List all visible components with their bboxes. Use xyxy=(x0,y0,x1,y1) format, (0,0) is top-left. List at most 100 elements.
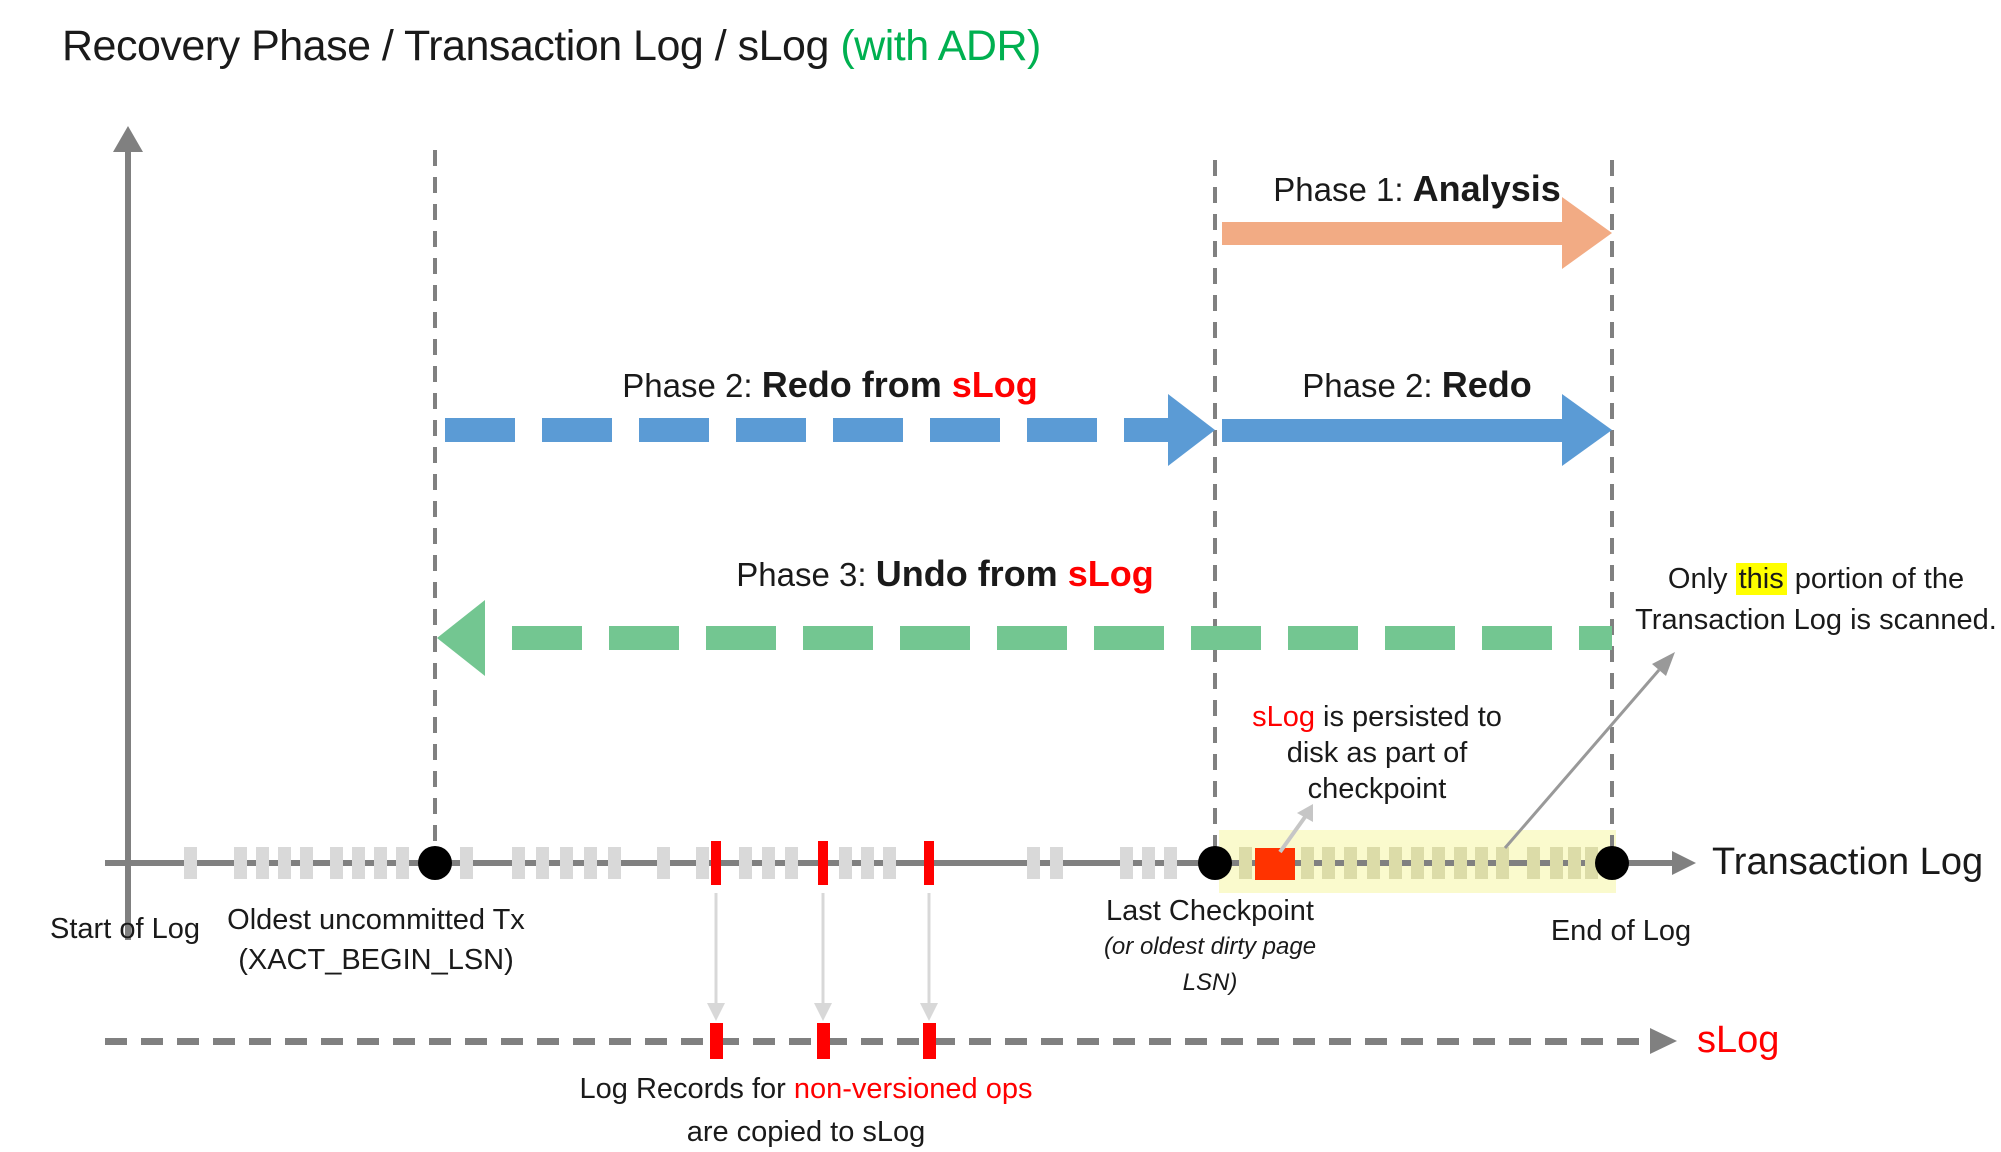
copy-note-black: Log Records for xyxy=(579,1073,794,1105)
vertical-axis xyxy=(125,150,131,940)
scan-note-pre: Only xyxy=(1667,563,1736,595)
copy-note: Log Records for non-versioned ops are co… xyxy=(556,1068,1056,1152)
log-record-tick xyxy=(560,847,573,879)
log-record-tick xyxy=(1027,847,1040,879)
slog-copied-record-tick xyxy=(710,1023,723,1059)
guide-line-end-of-log xyxy=(1610,160,1614,850)
end-of-log-label: End of Log xyxy=(1550,915,1692,947)
oldest-uncommitted-tx-label: Oldest uncommitted Tx (XACT_BEGIN_LSN) xyxy=(176,900,576,980)
persist-note-line3: checkpoint xyxy=(1307,773,1447,805)
lsn-marker-dot xyxy=(1198,846,1232,880)
log-record-tick-scanned xyxy=(1475,847,1488,879)
non-versioned-op-tick xyxy=(924,841,934,885)
last-checkpoint-label: Last Checkpoint (or oldest dirty page LS… xyxy=(1060,894,1360,1000)
log-record-tick xyxy=(762,847,775,879)
log-record-tick xyxy=(256,847,269,879)
log-record-tick xyxy=(234,847,247,879)
log-record-tick xyxy=(696,847,709,879)
scan-note-pointer-arrow xyxy=(1503,652,1675,849)
slog-axis-label: sLog xyxy=(1697,1019,1780,1061)
transaction-log-axis-label: Transaction Log xyxy=(1712,841,1984,883)
log-record-tick xyxy=(883,847,896,879)
log-record-tick xyxy=(861,847,874,879)
log-record-tick xyxy=(278,847,291,879)
slog-axis xyxy=(105,1038,1650,1045)
last-checkpoint-line1: Last Checkpoint xyxy=(1106,895,1314,927)
log-record-tick-scanned xyxy=(1496,847,1509,879)
copy-note-red: non-versioned ops xyxy=(793,1073,1033,1105)
lsn-marker-dot xyxy=(1595,846,1629,880)
log-record-tick xyxy=(739,847,752,879)
log-record-tick xyxy=(1164,847,1177,879)
phase3-prefix: Phase 3: xyxy=(736,556,876,593)
log-record-tick xyxy=(300,847,313,879)
phase2-redo-from-slog-arrowhead-icon xyxy=(1168,394,1215,466)
phase1-name: Analysis xyxy=(1412,168,1561,209)
phase2-prefix: Phase 2: xyxy=(1302,367,1442,404)
log-record-tick xyxy=(1120,847,1133,879)
last-checkpoint-sub1: (or oldest dirty page xyxy=(1103,933,1317,960)
phase1-label: Phase 1: Analysis xyxy=(1222,168,1612,210)
copy-note-line2: are copied to sLog xyxy=(686,1116,926,1148)
guide-line-last-checkpoint xyxy=(1213,160,1217,850)
copy-to-slog-arrows xyxy=(707,893,938,1021)
slog-copied-record-tick xyxy=(817,1023,830,1059)
phase1-arrowhead-icon xyxy=(1562,197,1612,269)
log-record-tick-scanned xyxy=(1585,847,1598,879)
slog-arrowhead-icon xyxy=(1650,1028,1677,1054)
persisted-slog-marker xyxy=(1255,848,1295,880)
oldest-tx-line2: (XACT_BEGIN_LSN) xyxy=(238,944,514,976)
phase1-prefix: Phase 1: xyxy=(1273,171,1413,208)
log-record-tick-scanned xyxy=(1432,847,1445,879)
log-record-tick xyxy=(374,847,387,879)
log-record-tick-scanned xyxy=(1454,847,1467,879)
title-main: Recovery Phase / Transaction Log / sLog xyxy=(62,22,841,70)
log-record-tick xyxy=(512,847,525,879)
phase2-name: Redo xyxy=(1441,364,1532,405)
log-record-tick xyxy=(1050,847,1063,879)
log-record-tick xyxy=(839,847,852,879)
start-of-log-label: Start of Log xyxy=(50,913,200,945)
phase2-redo-arrow xyxy=(1222,419,1562,442)
log-record-tick xyxy=(584,847,597,879)
phase3-undo-label: Phase 3: Undo from sLog xyxy=(445,553,1445,595)
phase2-redo-from-slog-label: Phase 2: Redo from sLog xyxy=(445,364,1215,406)
log-record-tick-scanned xyxy=(1411,847,1424,879)
vertical-axis-arrowhead-icon xyxy=(113,126,143,152)
log-record-tick xyxy=(396,847,409,879)
log-record-tick-scanned xyxy=(1367,847,1380,879)
phase2s-slog: sLog xyxy=(951,364,1038,405)
log-record-tick-scanned xyxy=(1568,847,1581,879)
phase3-slog: sLog xyxy=(1067,553,1154,594)
log-record-tick-scanned xyxy=(1389,847,1402,879)
log-record-tick-scanned xyxy=(1322,847,1335,879)
oldest-tx-line1: Oldest uncommitted Tx xyxy=(227,904,525,936)
scan-note-post: portion of the xyxy=(1786,563,1965,595)
transaction-log-arrowhead-icon xyxy=(1672,851,1696,875)
log-record-tick-scanned xyxy=(1550,847,1563,879)
last-checkpoint-sub2: LSN) xyxy=(1182,969,1238,996)
log-record-tick-scanned xyxy=(1239,847,1252,879)
phase2s-name: Redo from xyxy=(761,364,952,405)
non-versioned-op-tick xyxy=(818,841,828,885)
phase3-name: Undo from xyxy=(875,553,1068,594)
phase2-redo-label: Phase 2: Redo xyxy=(1222,364,1612,406)
log-record-tick xyxy=(330,847,343,879)
scan-note-line2: Transaction Log is scanned. xyxy=(1635,604,1997,636)
log-record-tick xyxy=(536,847,549,879)
phase3-undo-from-slog-arrow xyxy=(485,626,1612,650)
log-record-tick xyxy=(460,847,473,879)
log-record-tick xyxy=(785,847,798,879)
persist-note-slog: sLog xyxy=(1252,701,1315,733)
page-title: Recovery Phase / Transaction Log / sLog … xyxy=(62,22,1041,71)
persist-note-line1: is persisted to xyxy=(1314,701,1502,733)
log-record-tick-scanned xyxy=(1344,847,1357,879)
phase2-redo-arrowhead-icon xyxy=(1562,394,1612,466)
phase2s-prefix: Phase 2: xyxy=(622,367,762,404)
scan-note: Only this portion of the Transaction Log… xyxy=(1626,559,2001,641)
persist-note: sLog is persisted to disk as part of che… xyxy=(1227,699,1527,807)
log-record-tick-scanned xyxy=(1301,847,1314,879)
slog-copied-record-tick xyxy=(923,1023,936,1059)
log-record-tick xyxy=(608,847,621,879)
guide-line-oldest-tx xyxy=(433,150,437,850)
